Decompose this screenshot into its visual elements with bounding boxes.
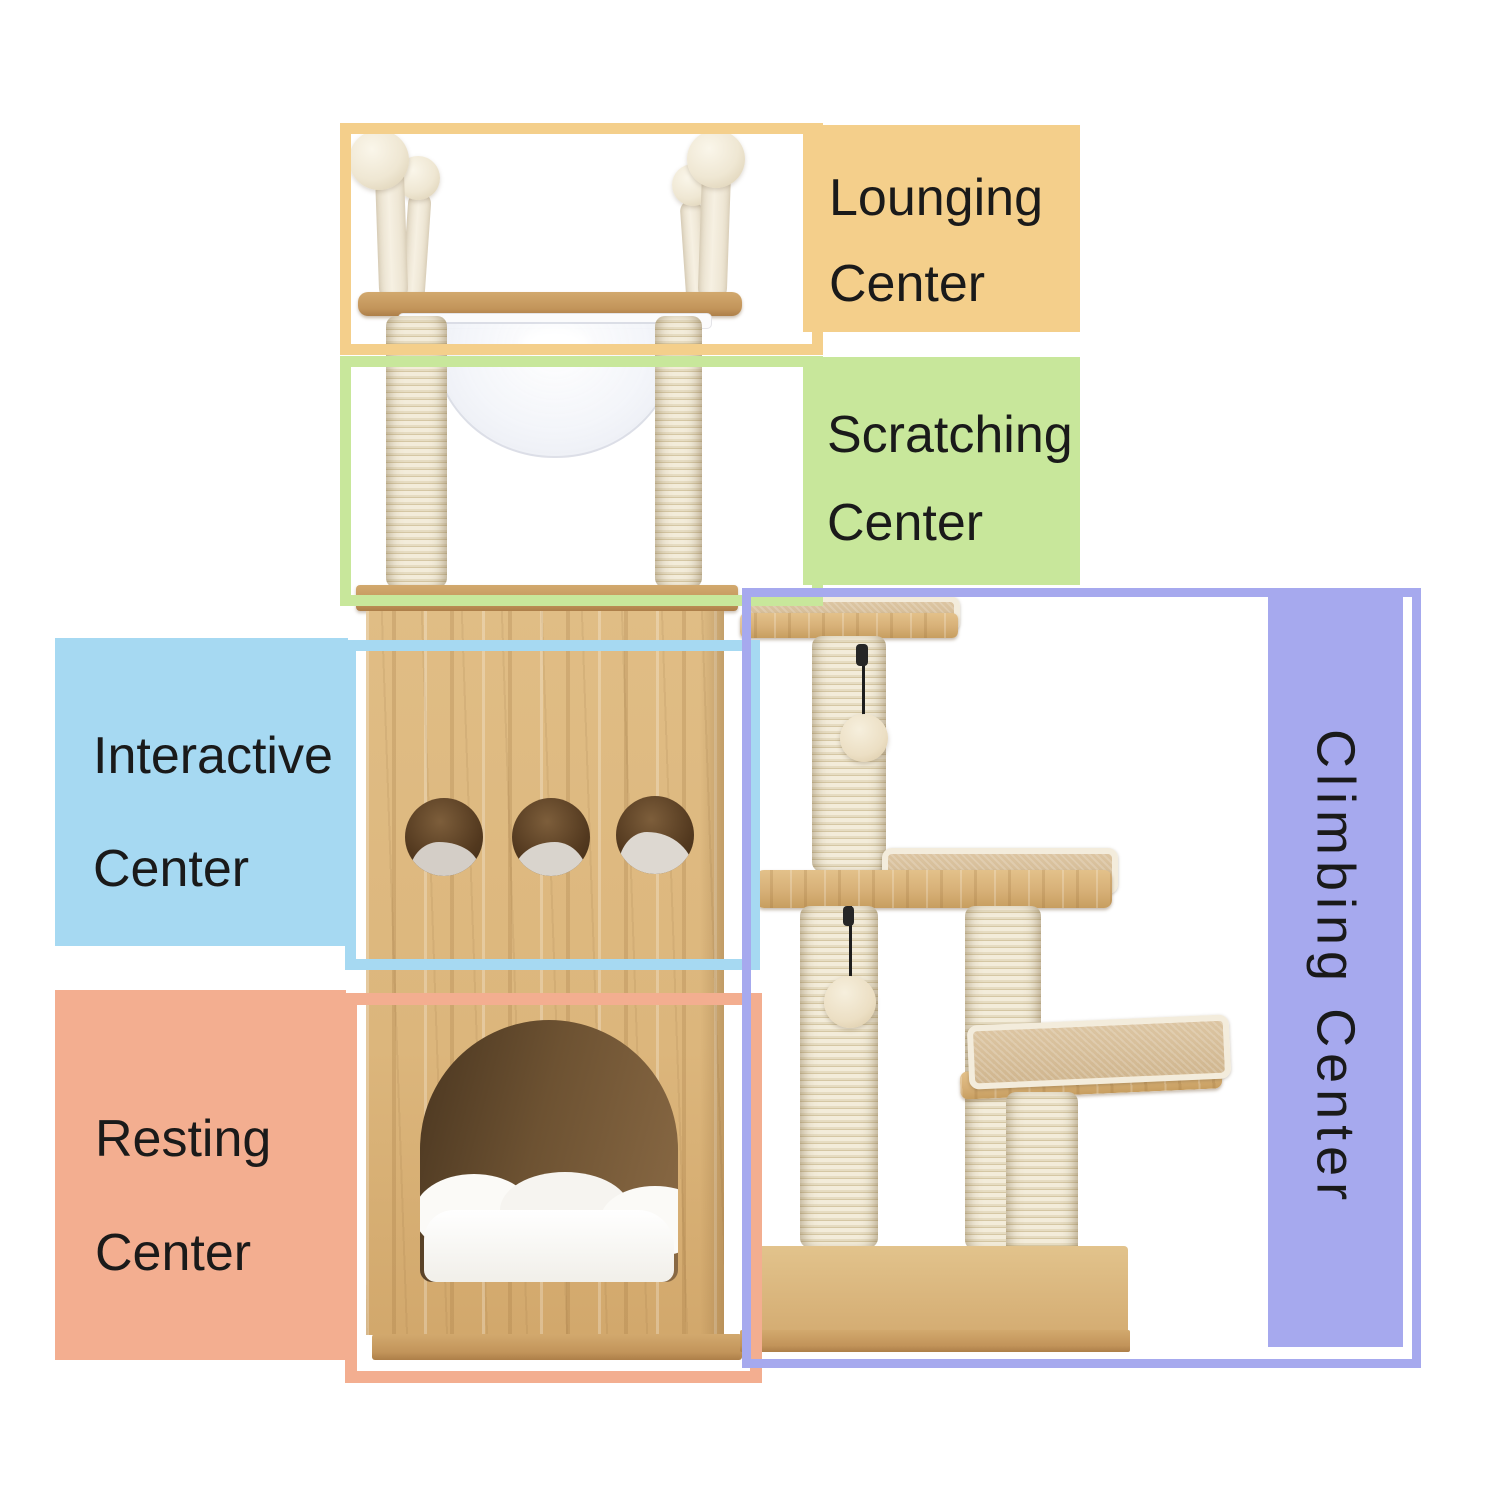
resting-label-line2: Center [95,1224,252,1282]
hanging-pompom-toy [840,714,888,762]
lounging-region-outline [340,123,823,355]
scratching-label-line1: Scratching [827,406,1073,464]
lounging-label-line1: Lounging [829,169,1043,227]
climb-mid-board [756,870,1112,908]
climb-base-front [740,1330,1130,1352]
toy-string-connector [843,906,854,926]
interactive-label-line1: Interactive [93,727,333,785]
interactive-region-outline [345,640,760,970]
cabinet-side-edge [700,611,724,1335]
cabinet-base-plinth [372,1334,742,1360]
sisal-post [800,906,878,1248]
den-arch-opening [420,1020,678,1282]
toy-string [849,906,852,982]
pompom-ball [687,130,745,188]
peek-hole [512,798,590,876]
interactive-label-line2: Center [93,840,250,898]
toy-string-connector [856,644,868,666]
lounging-label-line2: Center [829,255,986,313]
resting-label-line1: Resting [95,1110,272,1168]
scratching-label-line2: Center [827,494,984,552]
lounging-platform-board [358,292,742,316]
interactive-label: Interactive Center [55,638,348,946]
resting-region-outline [345,993,762,1383]
peek-hole [405,798,483,876]
climb-top-board [740,613,958,638]
toy-string [862,648,865,726]
pompom-ball [349,130,409,190]
hanging-pompom-toy [824,976,876,1028]
climb-base-top [742,1246,1128,1334]
scratching-label: Scratching Center [803,357,1080,585]
den-bed [424,1210,674,1282]
climbing-label: Climbing Center [1268,588,1403,1347]
climbing-label-text: Climbing Center [1305,728,1366,1207]
peek-hole [616,796,694,874]
lounging-label: Lounging Center [803,125,1080,332]
resting-label: Resting Center [55,990,346,1360]
climbing-region-outline [742,588,1421,1368]
scratching-region-outline [340,356,823,606]
